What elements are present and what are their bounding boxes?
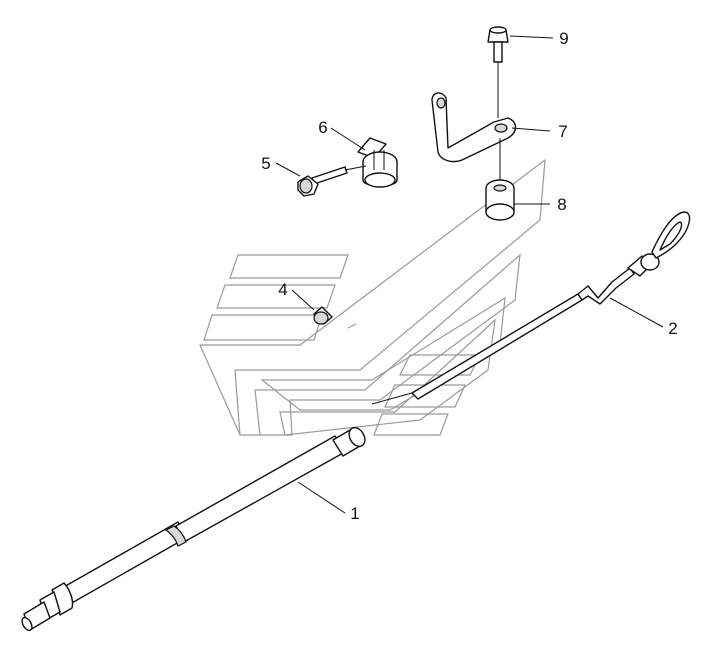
callout-8: 8 (557, 195, 566, 214)
assembly-lines (344, 62, 501, 405)
callout-5: 5 (261, 154, 270, 173)
leader-lines (275, 35, 664, 514)
plug-part-4 (313, 306, 333, 325)
callout-1: 1 (350, 504, 359, 523)
bracket-part-7 (431, 92, 517, 163)
callout-labels: 1 2 4 5 6 7 8 9 (261, 29, 677, 523)
callout-4: 4 (278, 280, 287, 299)
clip-part-6 (357, 137, 398, 188)
bolt-part-9 (487, 26, 509, 63)
callout-7: 7 (558, 122, 567, 141)
callout-2: 2 (668, 319, 677, 338)
grommet-part-8 (485, 179, 515, 221)
dipstick-tube-part-1 (21, 426, 366, 632)
dipstick-part-2 (411, 211, 691, 400)
callout-6: 6 (318, 118, 327, 137)
bolt-part-5 (297, 166, 348, 197)
callout-9: 9 (559, 29, 568, 48)
